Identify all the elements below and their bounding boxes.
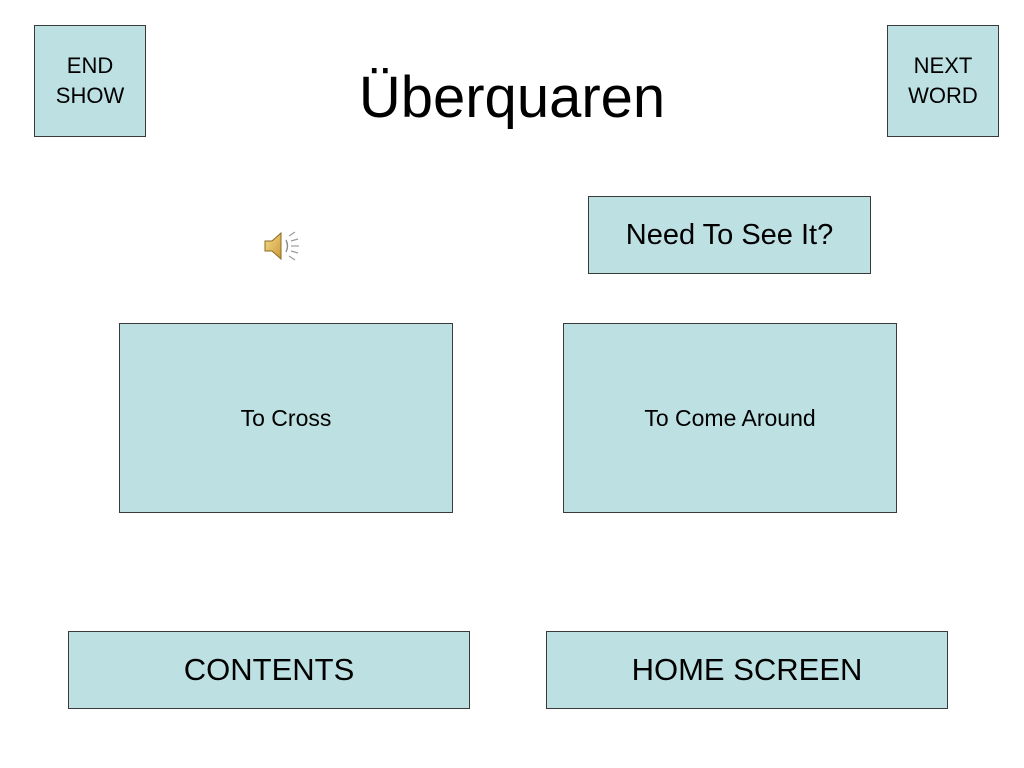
contents-button[interactable]: CONTENTS: [68, 631, 470, 709]
end-show-label-line1: END: [66, 53, 114, 78]
end-show-button[interactable]: END SHOW: [34, 25, 146, 137]
home-screen-label: HOME SCREEN: [631, 652, 863, 687]
page-title: Überquaren: [358, 65, 666, 130]
answer-to-cross-button[interactable]: To Cross: [119, 323, 453, 513]
next-word-label-line1: NEXT: [913, 53, 973, 78]
answer-to-come-around-label: To Come Around: [644, 404, 816, 431]
need-to-see-it-label: Need To See It?: [625, 218, 834, 251]
end-show-label-line2: SHOW: [55, 83, 125, 108]
next-word-label-line2: WORD: [908, 83, 978, 108]
answer-to-cross-label: To Cross: [240, 404, 332, 431]
home-screen-button[interactable]: HOME SCREEN: [546, 631, 948, 709]
speaker-icon-graphic: [264, 231, 299, 261]
speaker-icon[interactable]: [262, 228, 300, 264]
contents-label: CONTENTS: [183, 652, 355, 687]
next-word-button[interactable]: NEXT WORD: [887, 25, 999, 137]
need-to-see-it-button[interactable]: Need To See It?: [588, 196, 871, 274]
end-show-label: END SHOW: [56, 51, 124, 111]
next-word-label: NEXT WORD: [908, 51, 978, 111]
answer-to-come-around-button[interactable]: To Come Around: [563, 323, 897, 513]
